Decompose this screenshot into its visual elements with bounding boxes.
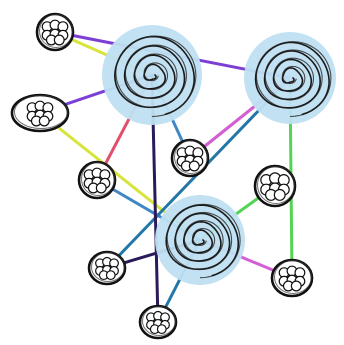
node-bottom-right-cell-icon (291, 281, 301, 291)
node-bottom (140, 306, 176, 338)
node-bottom-left (89, 252, 125, 284)
node-right-cell-icon (274, 190, 285, 201)
node-top-left (37, 14, 73, 50)
node-bottom-cell-icon (157, 325, 166, 334)
hub-top-right (244, 32, 336, 124)
node-middle-cell-icon (189, 161, 199, 171)
node-bottom-left-cell-icon (106, 271, 115, 280)
node-top-left-cell-icon (54, 35, 64, 45)
node-left-cell-icon (39, 116, 49, 126)
node-middle (172, 140, 208, 176)
hub-bottom (155, 195, 245, 285)
hub-top-left (102, 25, 202, 125)
node-right (255, 166, 295, 206)
node-left-middle-cell-icon (96, 183, 106, 193)
node-left-middle (79, 162, 115, 198)
hub-top-left-disc (102, 25, 202, 125)
node-left (12, 95, 68, 131)
node-bottom-right (272, 260, 312, 296)
